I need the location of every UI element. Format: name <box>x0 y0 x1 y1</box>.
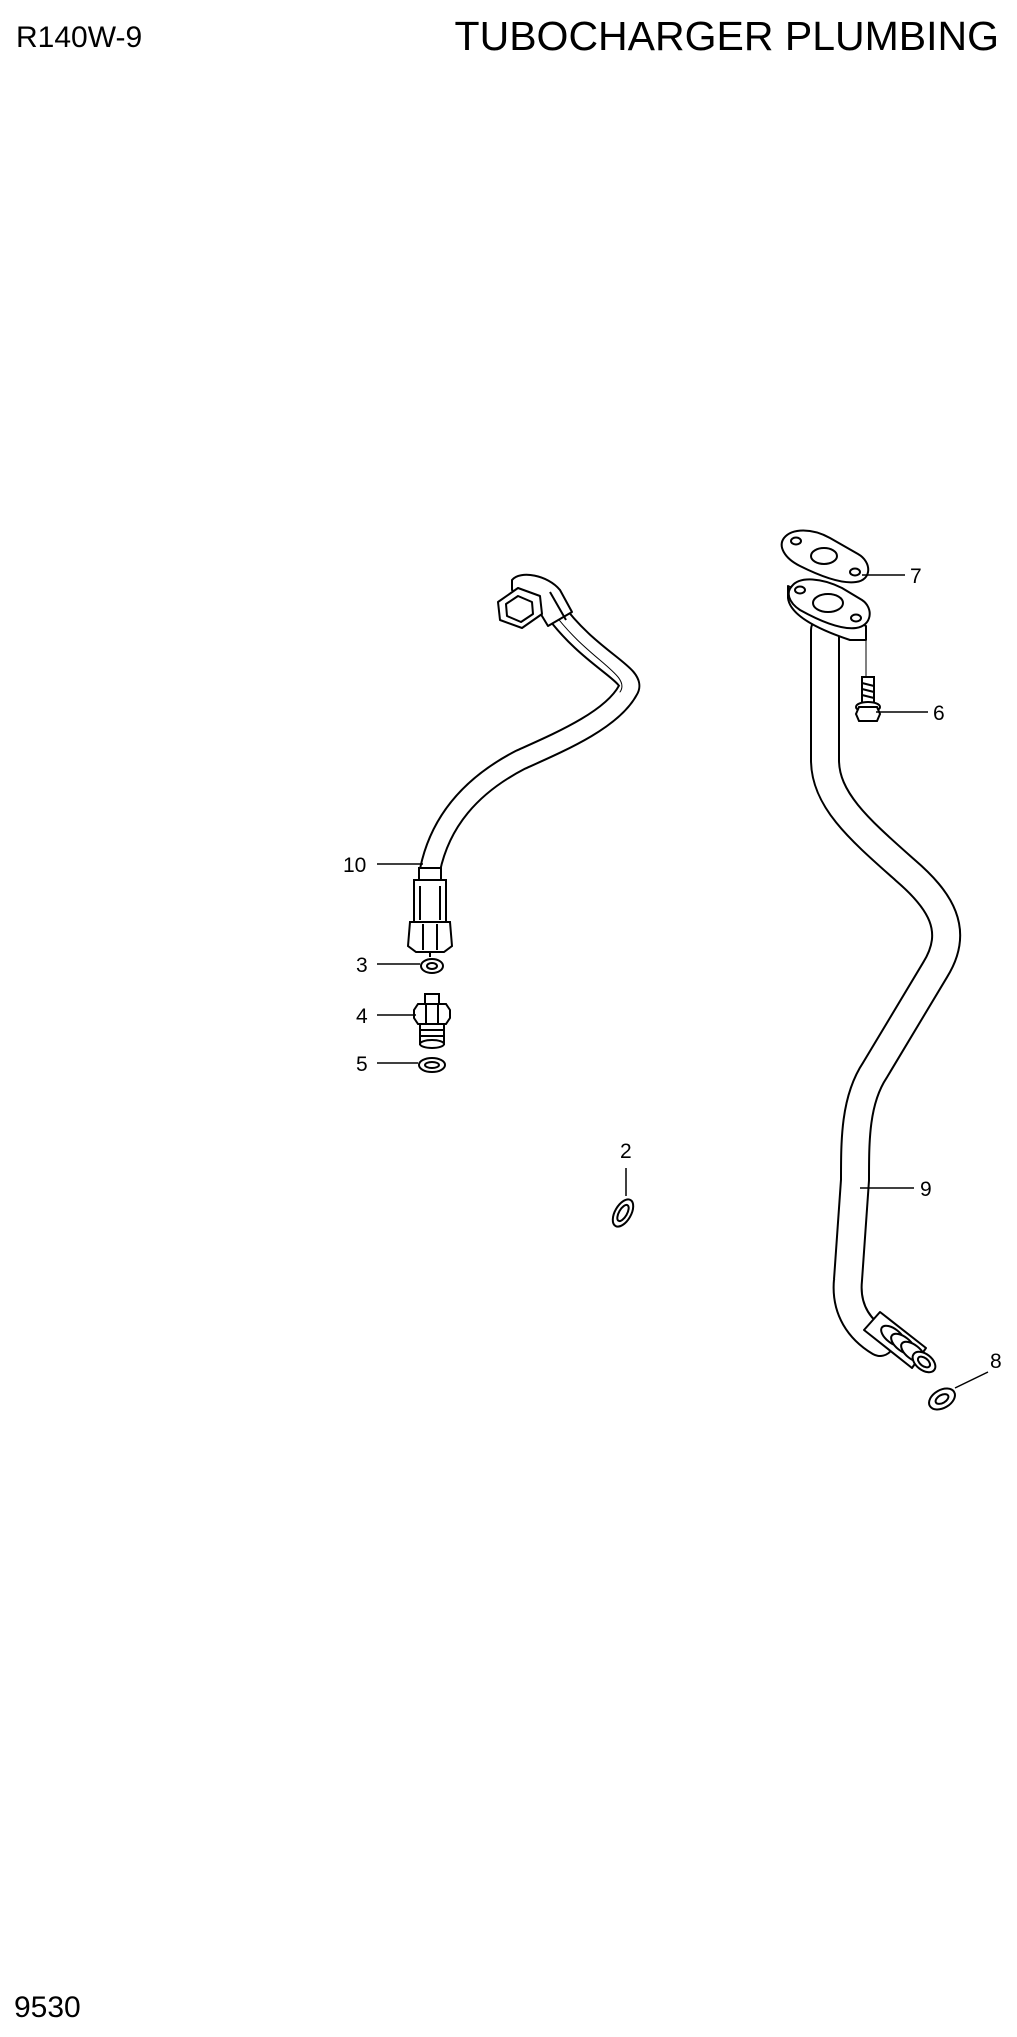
drain-flange <box>787 578 871 641</box>
leader-lines <box>377 574 989 1389</box>
oil-drain-pipe-part-9[interactable] <box>810 615 962 1357</box>
callout-7: 7 <box>910 565 922 588</box>
callout-10: 10 <box>343 854 366 877</box>
callout-5: 5 <box>356 1053 368 1076</box>
page-number: 9530 <box>14 1991 81 2024</box>
callout-6: 6 <box>933 702 945 725</box>
adapter-part-4[interactable] <box>413 993 451 1049</box>
callout-8: 8 <box>990 1350 1002 1373</box>
oil-supply-pipe-part-10[interactable] <box>419 597 641 881</box>
o-ring-part-5[interactable] <box>418 1057 446 1073</box>
washer-part-8[interactable] <box>925 1384 958 1414</box>
sheet-title: TUBOCHARGER PLUMBING <box>454 13 999 59</box>
flange-bolt-part-6[interactable] <box>854 641 882 722</box>
gasket-part-7[interactable] <box>780 529 870 584</box>
washer-part-2[interactable] <box>609 1196 638 1230</box>
callout-9: 9 <box>920 1178 932 1201</box>
banjo-elbow-fitting <box>497 573 573 629</box>
washer-part-3[interactable] <box>420 958 444 974</box>
model-code: R140W-9 <box>16 21 143 54</box>
callout-3: 3 <box>356 954 368 977</box>
callout-4: 4 <box>356 1005 368 1028</box>
straight-fitting-end <box>406 867 454 957</box>
callout-2: 2 <box>620 1140 632 1163</box>
hose-end-fitting <box>863 1311 937 1374</box>
